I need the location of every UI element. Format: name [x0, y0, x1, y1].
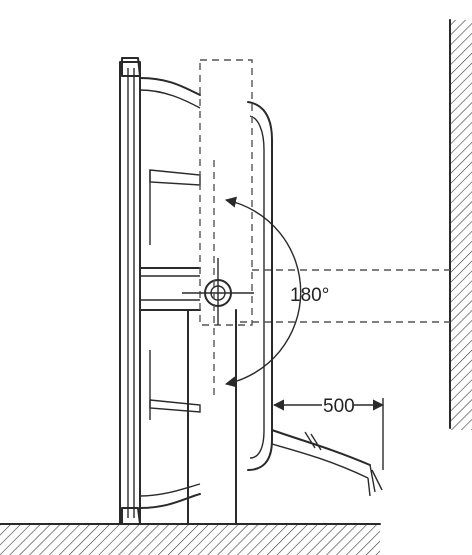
distance-dimension [272, 398, 385, 470]
device-interior [139, 169, 201, 420]
device-frame [119, 57, 201, 525]
cable [271, 429, 383, 497]
rotation-outline-horizontal [240, 269, 450, 323]
device-back-tank [247, 101, 273, 471]
stand [187, 309, 237, 525]
angle-label: 180° [290, 285, 329, 306]
wall [449, 19, 472, 430]
floor [0, 523, 381, 555]
rotation-arc [224, 196, 302, 388]
distance-label: 500 [323, 396, 355, 417]
